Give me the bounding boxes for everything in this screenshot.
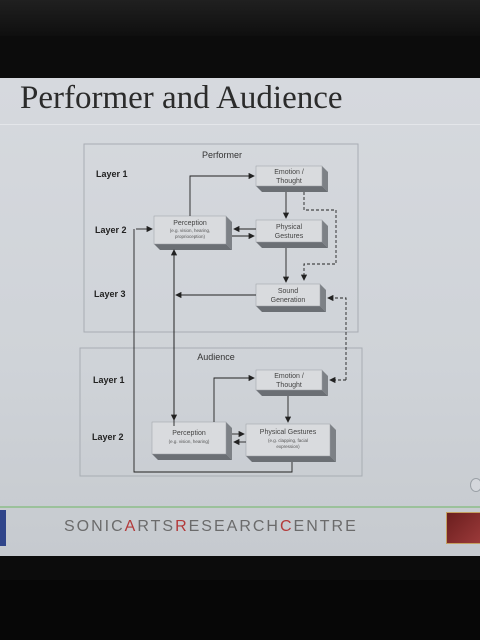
performer-perception-label: Perception <box>173 220 207 227</box>
performer-layer-1-label: Layer 1 <box>96 169 128 179</box>
audience-perception-box: Perception (e.g. vision, hearing) <box>151 421 232 460</box>
audience-emotion-label-1: Emotion / <box>274 373 304 380</box>
performer-layer-3-label: Layer 3 <box>94 289 126 299</box>
performer-emotion-box: Emotion / Thought <box>255 165 328 192</box>
performer-perception-note-2: proprioception) <box>175 234 206 239</box>
presentation-slide: Performer and Audience Performer Audienc… <box>0 78 480 556</box>
screen-top-band <box>0 0 480 36</box>
audience-gestures-label: Physical Gestures <box>260 429 317 436</box>
footer-text-part: ESEARCH <box>188 518 280 535</box>
footer-organization-name: SONICARTSRESEARCHCENTRE <box>64 518 358 536</box>
performer-sound-box: Sound Generation <box>255 283 326 312</box>
slide-title: Performer and Audience <box>20 80 343 116</box>
footer-divider <box>0 506 480 508</box>
audience-emotion-label-2: Thought <box>276 382 302 389</box>
performer-gestures-label-1: Physical <box>276 224 303 231</box>
performer-audience-diagram: Performer Audience Layer 1 Layer 2 Layer… <box>79 143 363 477</box>
audience-gestures-box: Physical Gestures (e.g. clapping, facial… <box>245 423 336 462</box>
audience-gestures-note-2: expression) <box>276 444 300 449</box>
performer-emotion-label-2: Thought <box>276 178 302 185</box>
slide-nav-button[interactable] <box>470 478 480 492</box>
performer-title: Performer <box>202 150 242 160</box>
solid-connectors <box>133 172 293 473</box>
audience-gestures-note-1: (e.g. clapping, facial <box>268 438 308 443</box>
audience-frame <box>79 347 363 477</box>
audience-perception-label: Perception <box>172 430 206 437</box>
footer-text-part-highlight: A <box>124 518 138 535</box>
footer-text-part: SONIC <box>64 518 125 535</box>
audience-layer-1-label: Layer 1 <box>93 375 125 385</box>
audience-emotion-box: Emotion / Thought <box>255 369 328 396</box>
audience-layer-2-label: Layer 2 <box>92 432 124 442</box>
audience-perception-note: (e.g. vision, hearing) <box>169 439 210 444</box>
performer-layer-2-label: Layer 2 <box>95 225 127 235</box>
audience-title: Audience <box>197 352 235 362</box>
performer-gestures-box: Physical Gestures <box>255 219 328 248</box>
footer-text-part-highlight: R <box>175 518 189 535</box>
performer-sound-label-2: Generation <box>271 297 306 304</box>
slide-footer: SONICARTSRESEARCHCENTRE <box>0 502 480 556</box>
footer-left-badge <box>0 510 6 546</box>
title-divider <box>0 124 480 125</box>
dashed-connectors <box>300 192 347 384</box>
footer-text-part: ENTRE <box>293 518 358 535</box>
footer-text-part: RTS <box>137 518 176 535</box>
footer-text-part-highlight: C <box>279 518 294 535</box>
performer-frame <box>83 143 359 333</box>
performer-emotion-label-1: Emotion / <box>274 169 304 176</box>
screen-bottom-band <box>0 580 480 640</box>
performer-sound-label-1: Sound <box>278 288 298 295</box>
university-logo <box>446 512 480 544</box>
performer-perception-note-1: (e.g. vision, hearing, <box>170 228 211 233</box>
performer-gestures-label-2: Gestures <box>275 233 304 240</box>
performer-perception-box: Perception (e.g. vision, hearing, propri… <box>153 215 232 250</box>
